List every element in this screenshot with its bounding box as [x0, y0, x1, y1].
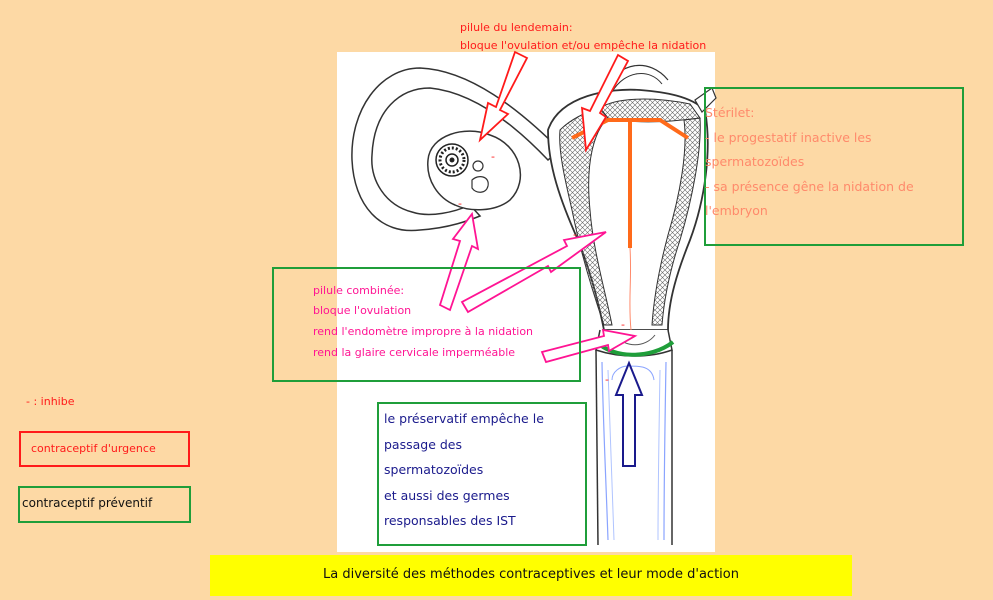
sterilet-line: l'embryon: [705, 199, 768, 224]
legend-emergency-label: contraceptif d'urgence: [31, 442, 156, 455]
minus-marker: -: [605, 373, 609, 386]
legend-preventive-label: contraceptif préventif: [22, 496, 152, 510]
condom-line: responsables des IST: [384, 513, 516, 528]
minus-marker: -: [458, 197, 462, 210]
sterilet-line: - le progestatif inactive les: [705, 126, 872, 151]
legend-inhibit: - : inhibe: [26, 395, 74, 408]
ovary: [428, 131, 521, 210]
arrow-condom: [616, 363, 642, 466]
combined-pill-title: pilule combinée:: [313, 284, 404, 297]
page-title: La diversité des méthodes contraceptives…: [210, 567, 852, 582]
condom-line: passage des: [384, 437, 462, 452]
combined-pill-line: rend l'endomètre impropre à la nidation: [313, 325, 533, 338]
minus-marker: -: [573, 228, 577, 241]
minus-marker: -: [621, 318, 625, 331]
combined-pill-line: bloque l'ovulation: [313, 304, 411, 317]
condom-line: le préservatif empêche le: [384, 411, 544, 426]
sterilet-line: - sa présence gêne la nidation de: [705, 175, 914, 200]
sterilet-line: spermatozoïdes: [705, 150, 804, 175]
morning-after-text: bloque l'ovulation et/ou empêche la nida…: [460, 39, 706, 52]
minus-marker: -: [491, 150, 495, 163]
condom-line: et aussi des germes: [384, 488, 510, 503]
sterilet-title: Stérilet:: [705, 101, 754, 126]
condom-line: spermatozoïdes: [384, 462, 483, 477]
combined-pill-line: rend la glaire cervicale imperméable: [313, 346, 515, 359]
morning-after-title: pilule du lendemain:: [460, 21, 573, 34]
